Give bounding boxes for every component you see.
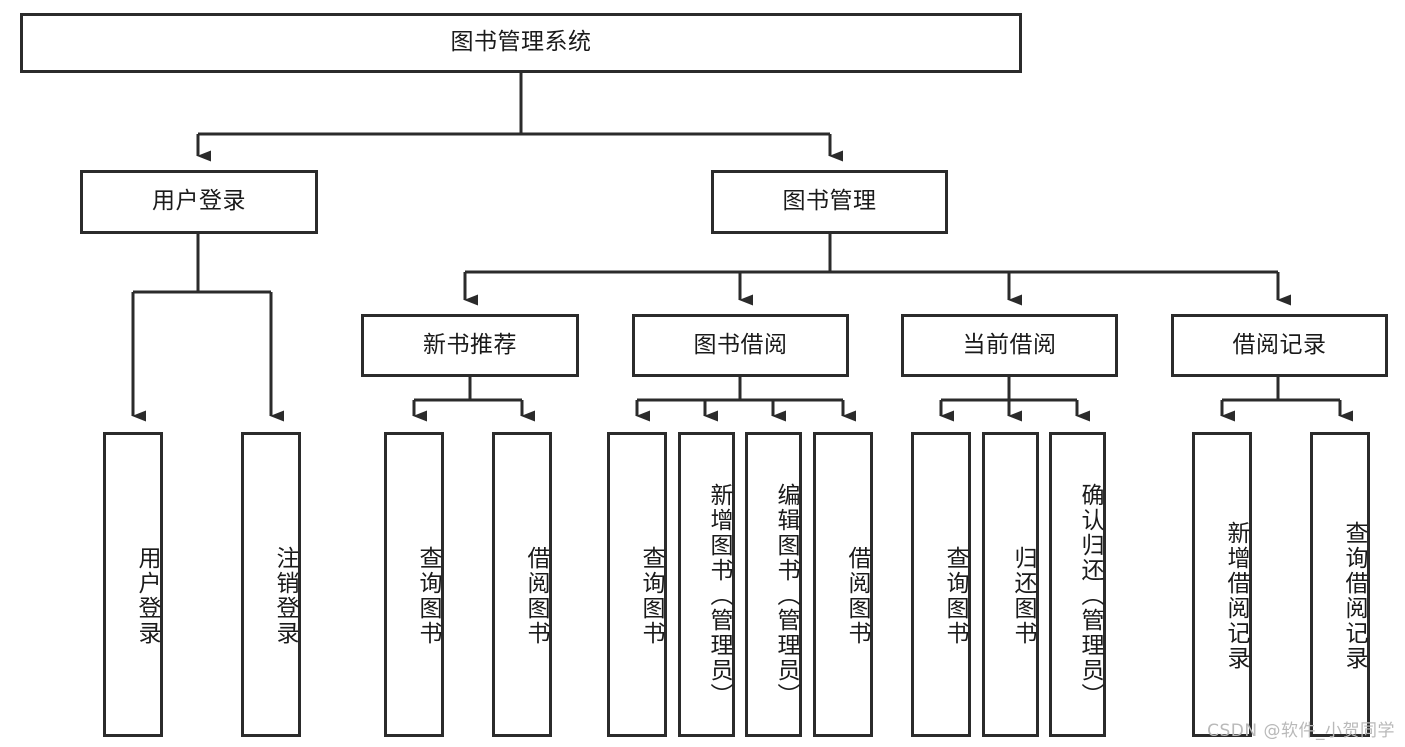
node-root-system[interactable]: 图书管理系统 — [20, 13, 1022, 73]
leaf-logout[interactable]: 注销登录 — [241, 432, 301, 737]
leaf-return-book[interactable]: 归还图书 — [982, 432, 1039, 737]
node-user-login[interactable]: 用户登录 — [80, 170, 318, 234]
leaf-edit-book-admin[interactable]: 编辑图书（管理员） — [745, 432, 802, 737]
node-label: 图书管理 — [782, 188, 877, 215]
node-label: 查询图书 — [638, 545, 664, 646]
node-label: 新增图书（管理员） — [706, 483, 732, 708]
leaf-query-borrow-record[interactable]: 查询借阅记录 — [1310, 432, 1370, 737]
node-label: 新增借阅记录 — [1223, 520, 1249, 671]
node-label: 编辑图书（管理员） — [773, 483, 799, 708]
node-label: 新书推荐 — [423, 331, 517, 358]
node-label: 当前借阅 — [962, 331, 1057, 358]
node-label: 确认归还（管理员） — [1077, 483, 1103, 708]
leaf-confirm-return-admin[interactable]: 确认归还（管理员） — [1049, 432, 1106, 737]
node-label: 借阅图书 — [523, 545, 549, 646]
node-book-borrow[interactable]: 图书借阅 — [632, 314, 849, 377]
node-label: 图书管理系统 — [450, 29, 592, 56]
node-label: 归还图书 — [1010, 545, 1036, 646]
leaf-borrow-book-recommendation[interactable]: 借阅图书 — [492, 432, 552, 737]
node-label: 借阅图书 — [844, 545, 870, 646]
node-label: 图书借阅 — [693, 331, 788, 358]
node-book-management[interactable]: 图书管理 — [711, 170, 948, 234]
node-label: 查询图书 — [415, 545, 441, 646]
node-borrow-records[interactable]: 借阅记录 — [1171, 314, 1388, 377]
leaf-user-login[interactable]: 用户登录 — [103, 432, 163, 737]
node-label: 查询借阅记录 — [1341, 520, 1367, 671]
leaf-borrow-book[interactable]: 借阅图书 — [813, 432, 873, 737]
node-new-book-recommendation[interactable]: 新书推荐 — [361, 314, 579, 377]
leaf-add-book-admin[interactable]: 新增图书（管理员） — [678, 432, 735, 737]
node-label: 用户登录 — [152, 188, 246, 215]
leaf-query-book-borrow[interactable]: 查询图书 — [607, 432, 667, 737]
node-label: 用户登录 — [134, 545, 160, 646]
leaf-add-borrow-record[interactable]: 新增借阅记录 — [1192, 432, 1252, 737]
node-label: 注销登录 — [272, 545, 298, 646]
watermark-text: CSDN @软件_小贺同学 — [1207, 721, 1395, 741]
leaf-query-book-current[interactable]: 查询图书 — [911, 432, 971, 737]
node-label: 查询图书 — [942, 545, 968, 646]
node-current-borrow[interactable]: 当前借阅 — [901, 314, 1118, 377]
leaf-query-book-recommendation[interactable]: 查询图书 — [384, 432, 444, 737]
node-label: 借阅记录 — [1232, 331, 1327, 358]
